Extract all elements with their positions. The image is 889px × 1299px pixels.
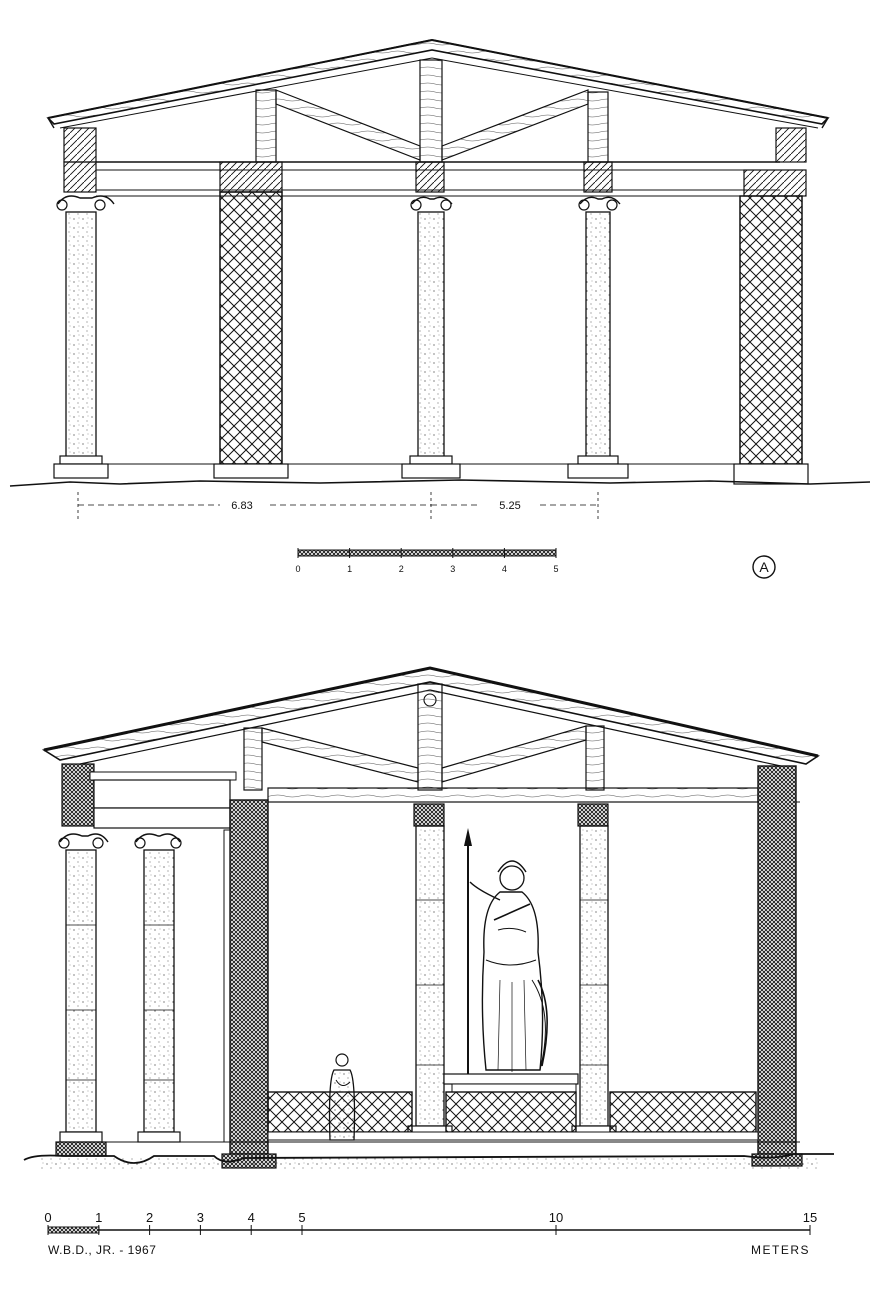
top-scale-tick-label: 2 (399, 564, 404, 574)
top-ground-line (9, 463, 871, 487)
bottom-porch-entablature (61, 763, 237, 829)
bottom-ground-line (23, 1141, 834, 1170)
bottom-scale-tick-label: 3 (197, 1210, 204, 1225)
bottom-truss (62, 683, 800, 803)
bottom-scale-tick-label: 1 (95, 1210, 102, 1225)
bottom-scale-tick-label: 10 (549, 1210, 563, 1225)
bottom-column-porch-inner (134, 833, 182, 1143)
plate-mark-label: A (759, 559, 769, 575)
top-scale-ticks: 0 1 2 3 4 5 (295, 548, 559, 574)
top-entablature-blocks (63, 127, 807, 197)
top-scale-tick-label: 5 (553, 564, 558, 574)
bottom-section: 0 1 2 3 4 5 10 15 W.B.D., JR. - 1967 METERS (23, 666, 834, 1257)
worshipper-figure (328, 1053, 356, 1141)
bottom-roof (41, 666, 820, 769)
bottom-scale-bar: 0 1 2 3 4 5 10 15 W.B.D., JR. - 1967 METERS (44, 1210, 817, 1257)
top-antae (213, 191, 809, 485)
top-truss (96, 59, 780, 197)
author-credit: W.B.D., JR. - 1967 (48, 1243, 156, 1257)
bottom-scale-tick-label: 4 (248, 1210, 255, 1225)
top-scale-tick-label: 4 (502, 564, 507, 574)
top-scale-tick-label: 1 (347, 564, 352, 574)
top-roof (46, 39, 830, 129)
athena-statue (443, 828, 579, 1093)
top-scale-tick-label: 0 (295, 564, 300, 574)
bottom-scale-tick-label: 5 (298, 1210, 305, 1225)
units-label: METERS (751, 1243, 810, 1257)
top-column-left (53, 195, 115, 479)
top-column-right (567, 196, 629, 479)
bottom-scale-ticks: 0 1 2 3 4 5 10 15 (44, 1210, 817, 1235)
bottom-scale-tick-label: 15 (803, 1210, 817, 1225)
bottom-scale-tick-label: 0 (44, 1210, 51, 1225)
plate-mark: A (752, 555, 776, 579)
dimension-left-label: 6.83 (231, 500, 252, 512)
top-scale-tick-label: 3 (450, 564, 455, 574)
top-dimension-lines: 6.83 5.25 (77, 492, 599, 522)
bottom-lattice-screens (267, 1091, 759, 1141)
bottom-column-cella-left (407, 803, 453, 1137)
dimension-right-label: 5.25 (499, 500, 520, 512)
top-scale-bar: 0 1 2 3 4 5 (295, 548, 559, 574)
bottom-walls (221, 765, 803, 1169)
bottom-scale-tick-label: 2 (146, 1210, 153, 1225)
bottom-column-porch-outer (55, 833, 109, 1157)
top-column-center (401, 196, 461, 479)
top-elevation: 6.83 5.25 0 1 2 3 4 5 A (9, 39, 871, 579)
bottom-column-cella-right (571, 803, 617, 1137)
